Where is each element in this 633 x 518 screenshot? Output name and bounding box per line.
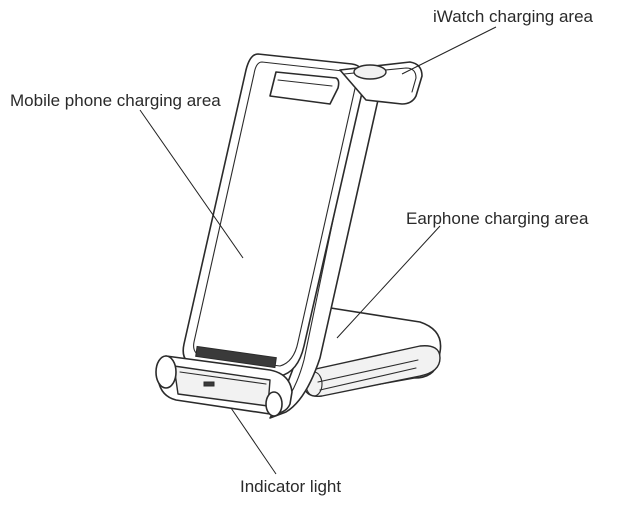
earphone-charging-pad [299,305,442,397]
iwatch-charging-pad [339,61,423,105]
label-indicator: Indicator light [240,477,341,496]
label-earphone: Earphone charging area [406,209,589,228]
leader-earphone [336,225,441,339]
label-iwatch: iWatch charging area [433,7,594,26]
indicator-led [203,381,215,387]
front-base [155,345,293,417]
leader-indicator [230,407,277,475]
leader-phone [139,109,244,259]
leader-iwatch [401,26,497,75]
label-phone: Mobile phone charging area [10,91,221,110]
